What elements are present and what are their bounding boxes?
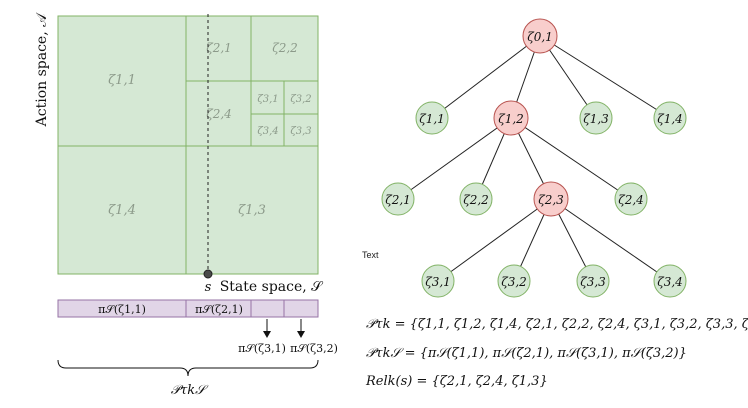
edge-23-34 — [550, 198, 671, 282]
cell-zeta-3-4 — [250, 113, 285, 147]
node-l2-2-label: ζ2,2 — [463, 193, 489, 207]
policy-seg-1-label: π𝒮(ζ1,1) — [98, 303, 146, 316]
cell-zeta-1-4 — [57, 145, 187, 275]
node-l3-4-label: ζ3,4 — [657, 275, 683, 289]
arrowhead-seg-4 — [297, 331, 305, 338]
node-l1-3 — [579, 101, 613, 135]
policy-below-2-label: π𝒮(ζ3,2) — [290, 342, 338, 355]
edge-12-21 — [397, 117, 512, 200]
label-zeta-3-1: ζ3,1 — [257, 94, 278, 105]
state-label: s — [205, 280, 212, 295]
equation-partition: 𝒫τk = {ζ1,1, ζ1,2, ζ1,4, ζ2,1, ζ2,2, ζ2,… — [366, 317, 748, 332]
cell-zeta-2-4 — [185, 80, 252, 147]
equation-relevant: Relk(s) = {ζ2,1, ζ2,4, ζ1,3} — [365, 374, 548, 389]
edge-root-14 — [539, 35, 671, 119]
equations: 𝒫τk = {ζ1,1, ζ1,2, ζ1,4, ζ2,1, ζ2,2, ζ2,… — [365, 317, 748, 389]
edge-root-11 — [431, 35, 541, 119]
edge-12-24 — [510, 117, 632, 200]
label-zeta-2-2: ζ2,2 — [272, 41, 298, 55]
node-l2-2 — [459, 182, 493, 216]
equation-projection: 𝒫τk𝒮 = {π𝒮(ζ1,1), π𝒮(ζ2,1), π𝒮(ζ3,1), π𝒮… — [366, 346, 687, 361]
node-l3-2-label: ζ3,2 — [501, 275, 527, 289]
cell-zeta-3-3 — [283, 113, 319, 147]
policy-bar: π𝒮(ζ1,1) π𝒮(ζ2,1) π𝒮(ζ3,1) π𝒮(ζ3,2) 𝒫τk𝒮 — [57, 299, 338, 398]
axis-y-label: Action space, 𝒜 — [34, 12, 50, 127]
node-l1-2-label: ζ1,2 — [498, 112, 524, 126]
node-l3-4 — [653, 264, 687, 298]
node-l2-4-label: ζ2,4 — [618, 193, 644, 207]
brace-label: 𝒫τk𝒮 — [171, 383, 209, 398]
space-partition: ζ1,1 ζ1,4 ζ1,3 ζ2,1 ζ2,2 ζ2,4 ζ3,1 ζ3,2 … — [34, 12, 324, 295]
node-root-label: ζ0,1 — [527, 30, 553, 44]
node-l1-1 — [415, 101, 449, 135]
cell-zeta-1-1 — [57, 15, 187, 147]
cell-zeta-3-1 — [250, 80, 285, 115]
label-zeta-1-4: ζ1,4 — [108, 203, 136, 218]
policy-seg-2-label: π𝒮(ζ2,1) — [195, 303, 243, 316]
partition-tree: ζ0,1 ζ1,1 ζ1,2 ζ1,3 ζ1,4 ζ2,1 ζ2,2 ζ2,3 … — [362, 18, 687, 298]
state-point — [203, 269, 213, 279]
node-l2-1 — [381, 182, 415, 216]
label-zeta-3-2: ζ3,2 — [290, 94, 311, 105]
label-zeta-1-1: ζ1,1 — [108, 73, 136, 88]
edge-23-31 — [437, 198, 552, 282]
node-l3-3 — [576, 264, 610, 298]
label-zeta-2-4: ζ2,4 — [206, 107, 232, 121]
policy-seg-3 — [250, 299, 285, 318]
label-zeta-1-3: ζ1,3 — [238, 203, 266, 218]
node-l1-4-label: ζ1,4 — [657, 112, 683, 126]
node-l1-4 — [653, 101, 687, 135]
text-placeholder: Text — [362, 250, 379, 260]
policy-seg-4 — [283, 299, 319, 318]
node-l3-3-label: ζ3,3 — [580, 275, 606, 289]
node-l3-1-label: ζ3,1 — [425, 275, 451, 289]
node-l2-4 — [614, 182, 648, 216]
policy-below-1-label: π𝒮(ζ3,1) — [238, 342, 286, 355]
node-l1-3-label: ζ1,3 — [583, 112, 609, 126]
node-l3-2 — [497, 264, 531, 298]
cell-zeta-1-3 — [185, 145, 319, 275]
axis-x-label: State space, 𝒮 — [220, 279, 324, 295]
node-root — [522, 18, 558, 54]
node-l2-3-label: ζ2,3 — [538, 193, 564, 207]
brace — [57, 359, 319, 377]
node-l3-1 — [421, 264, 455, 298]
node-l1-1-label: ζ1,1 — [419, 112, 445, 126]
node-l2-3 — [533, 181, 569, 217]
label-zeta-3-4: ζ3,4 — [257, 126, 278, 137]
arrowhead-seg-3 — [263, 331, 271, 338]
node-l2-1-label: ζ2,1 — [385, 193, 411, 207]
label-zeta-2-1: ζ2,1 — [206, 41, 232, 55]
cell-zeta-2-2 — [250, 15, 319, 82]
node-l1-2 — [493, 100, 529, 136]
label-zeta-3-3: ζ3,3 — [290, 126, 311, 137]
